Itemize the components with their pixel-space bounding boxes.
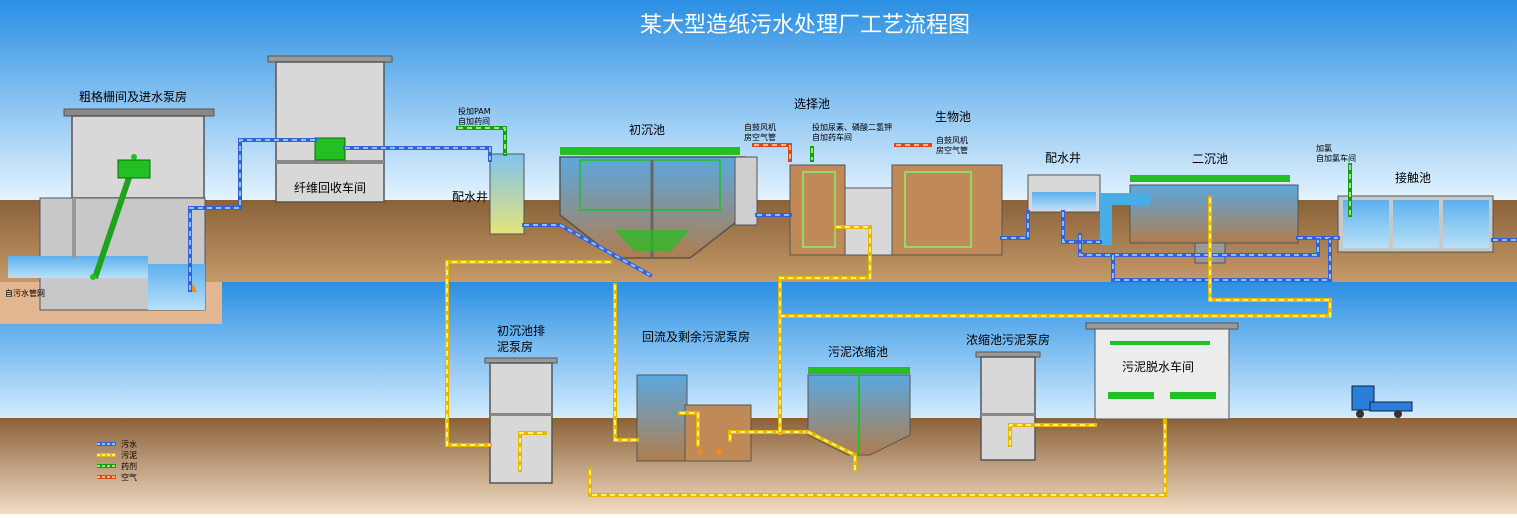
bio-tank <box>891 164 1003 256</box>
label-dewatering: 污泥脱水车间 <box>1122 359 1194 374</box>
label-primary-sludge-pump-2: 泥泵房 <box>497 339 533 354</box>
chem-pipe-dash <box>458 127 506 154</box>
label-selector-air-2: 房空气管 <box>744 132 776 142</box>
sludge-pipe-dash <box>680 412 699 445</box>
label-bio-tank: 生物池 <box>935 110 971 124</box>
label-distribution-well-2: 配水井 <box>1045 151 1081 165</box>
sewage-pipe-dash <box>524 224 651 276</box>
label-primary-clarifier: 初沉池 <box>629 123 665 137</box>
air-pipe-dash <box>754 144 791 160</box>
distribution-well-2 <box>1027 174 1101 213</box>
coarse-screen-building <box>8 108 215 311</box>
label-bio-air-2: 房空气管 <box>936 145 968 155</box>
primary-clarifier <box>559 147 758 259</box>
label-pam-1: 投加PAM <box>458 106 491 116</box>
sludge-pipe-dash <box>729 431 808 440</box>
label-nutrients-2: 自加药车间 <box>812 132 852 142</box>
sludge-pipe-dash <box>1009 424 1095 445</box>
dewatering-building <box>1085 322 1239 420</box>
sky-lower <box>0 282 1517 422</box>
label-contact-tank: 接触池 <box>1395 170 1431 185</box>
label-inlet: 自污水管网 <box>5 288 45 298</box>
legend-label: 污泥 <box>121 450 137 460</box>
label-thickener-pump: 浓缩池污泥泵房 <box>966 332 1050 347</box>
sludge-pipe-dash <box>807 431 856 470</box>
label-primary-sludge-pump-1: 初沉池排 <box>497 324 545 338</box>
sewage-pipe-dash <box>1112 240 1331 281</box>
distribution-well-1 <box>489 153 525 235</box>
selector-tank <box>789 164 896 256</box>
label-return-sludge-pump: 回流及剩余污泥泵房 <box>642 329 750 344</box>
contact-tank <box>1337 195 1494 253</box>
label-selector-tank: 选择池 <box>794 97 830 111</box>
sludge-pipe-dash <box>779 226 871 433</box>
label-bio-air-1: 自鼓风机 <box>936 135 968 145</box>
legend-label: 污水 <box>121 439 137 449</box>
sludge-truck <box>1351 385 1413 418</box>
label-chlorine-1: 加氯 <box>1316 143 1332 153</box>
legend-label: 药剂 <box>121 461 137 471</box>
diagram-title: 某大型造纸污水处理厂工艺流程图 <box>640 13 970 38</box>
sky-upper <box>0 0 1517 205</box>
label-selector-air-1: 自鼓风机 <box>744 122 776 132</box>
sludge-thickener <box>807 367 911 456</box>
label-secondary-clarifier: 二沉池 <box>1192 152 1228 166</box>
pipe-network <box>188 126 1517 497</box>
sludge-pipe-dash <box>519 432 545 470</box>
sludge-pipe-dash <box>614 285 637 441</box>
sewage-pipe-dash <box>345 147 491 160</box>
label-pam-2: 自加药间 <box>458 116 490 126</box>
label-fiber-recovery: 纤维回收车间 <box>294 180 366 195</box>
label-thickener: 污泥浓缩池 <box>828 344 888 359</box>
label-chlorine-2: 自加氯车间 <box>1316 153 1356 163</box>
sludge-pipe-dash <box>780 198 1331 317</box>
legend-label: 空气 <box>121 472 137 482</box>
secondary-clarifier <box>1100 175 1299 264</box>
label-coarse-screen: 粗格栅间及进水泵房 <box>79 89 187 104</box>
sewage-pipe-dash <box>1062 212 1100 243</box>
sewage-pipe <box>1000 210 1030 240</box>
label-distribution-well-1: 配水井 <box>452 190 488 204</box>
sludge-pipe-dash <box>446 261 610 446</box>
sewage-pipe-dash <box>1079 235 1319 256</box>
sludge-pipe-dash <box>589 420 1166 496</box>
sewage-pipe-dash <box>189 139 315 290</box>
label-nutrients-1: 投加尿素、磷酸二氢钾 <box>812 122 892 132</box>
fiber-recovery-building <box>267 55 393 203</box>
